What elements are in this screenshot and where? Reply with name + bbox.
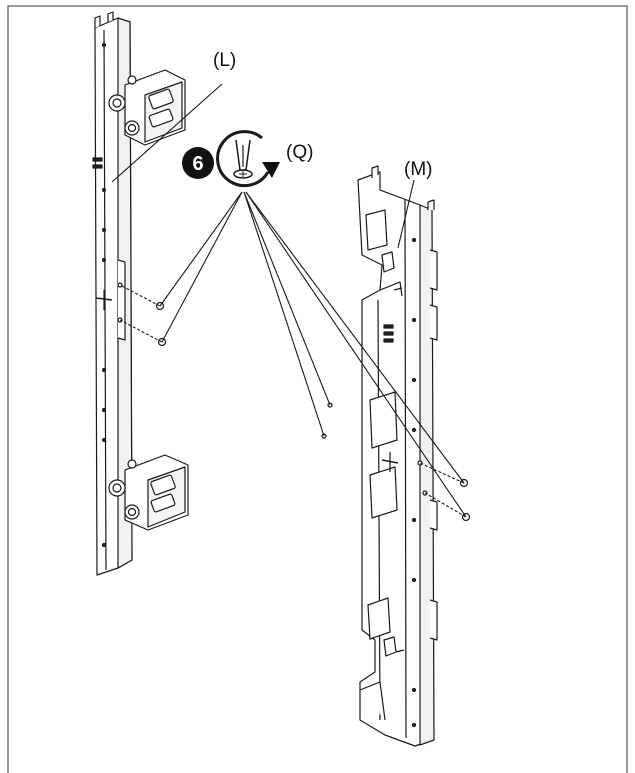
step-number: 6 — [192, 153, 203, 175]
frame-border — [7, 5, 628, 773]
left-lower-bracket — [108, 454, 189, 531]
screwdriver-rotate-icon — [216, 130, 270, 188]
label-screw: (Q) — [286, 142, 313, 163]
right-rail — [321, 165, 438, 747]
label-rail-left: (L) — [213, 50, 236, 71]
right-screws — [459, 478, 471, 522]
left-upper-bracket — [108, 69, 186, 146]
left-rail — [92, 11, 133, 576]
label-rail-right: (M) — [404, 159, 432, 180]
step-6-badge: 6 — [182, 147, 214, 179]
clockwise-arrow-icon — [262, 162, 280, 178]
leader-lines — [111, 83, 467, 518]
